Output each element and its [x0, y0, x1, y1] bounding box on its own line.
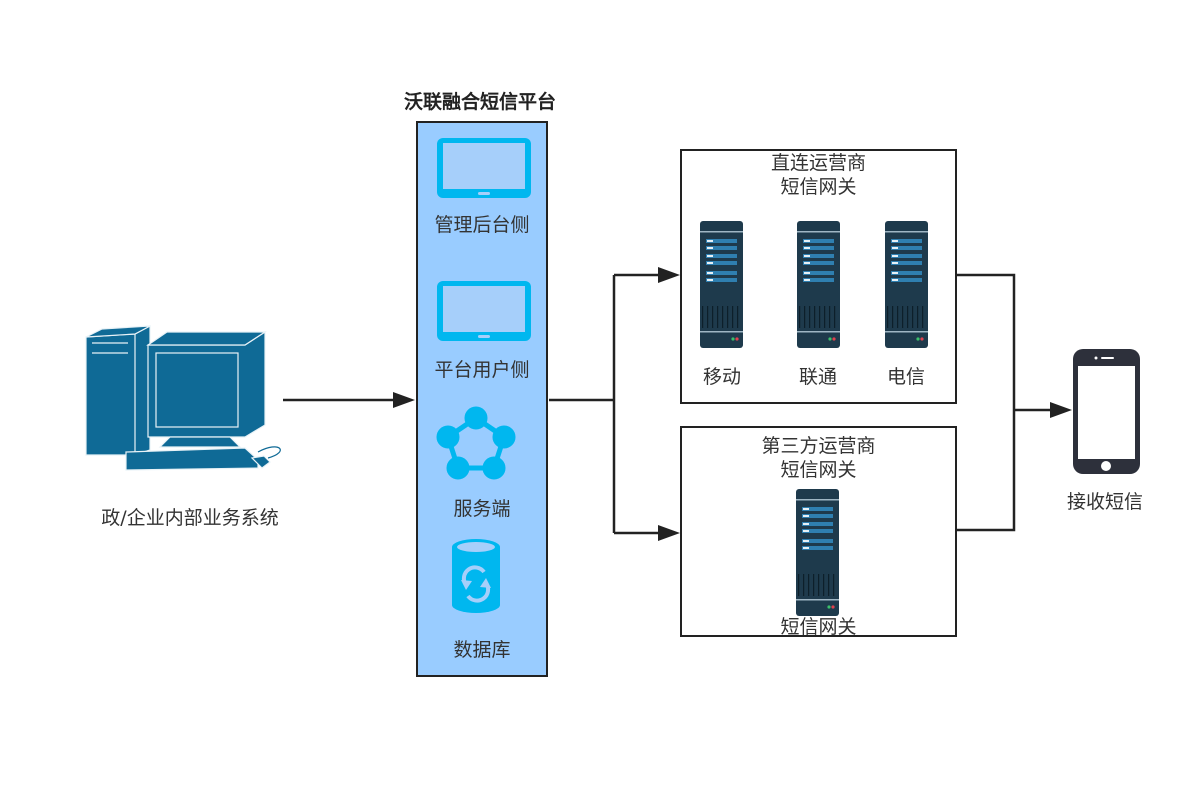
receiver-label: 接收短信 — [1066, 491, 1143, 513]
server-icon — [700, 221, 743, 348]
direct-gateway-title-line1: 直连运营商 — [770, 152, 866, 174]
arrowhead-client — [393, 392, 415, 408]
server-label-unicom: 联通 — [798, 366, 837, 388]
arrowhead-phone — [1050, 402, 1072, 418]
direct-gateway-title-line2: 短信网关 — [780, 176, 857, 198]
server-icon — [885, 221, 928, 348]
server-icon — [796, 489, 839, 616]
client-label: 政/企业内部业务系统 — [101, 507, 279, 529]
platform-title: 沃联融合短信平台 — [403, 91, 556, 113]
server-label-mobile: 移动 — [702, 366, 741, 388]
network-nodes-icon — [436, 406, 516, 480]
arrowhead-third — [658, 525, 680, 541]
tablet-icon — [437, 138, 531, 198]
direct-gateway-title: 直连运营商 短信网关 — [680, 151, 957, 199]
third-party-gateway-title-line2: 短信网关 — [780, 459, 857, 481]
tablet-icon — [437, 281, 531, 341]
database-sync-icon — [452, 539, 500, 613]
line-merge — [956, 273, 1016, 532]
server-label-third-party: 短信网关 — [780, 616, 857, 638]
server-icon — [797, 221, 840, 348]
component-label-user: 平台用户侧 — [434, 359, 530, 381]
server-label-telecom: 电信 — [886, 366, 925, 388]
component-label-server: 服务端 — [453, 498, 511, 520]
component-label-admin: 管理后台侧 — [434, 214, 530, 236]
component-label-database: 数据库 — [453, 639, 511, 661]
third-party-gateway-title: 第三方运营商 短信网关 — [680, 434, 957, 482]
third-party-gateway-title-line1: 第三方运营商 — [761, 435, 876, 457]
arrowhead-direct — [658, 267, 680, 283]
